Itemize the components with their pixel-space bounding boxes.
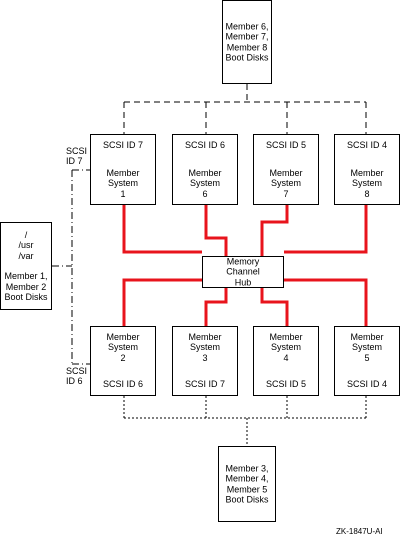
member-system-8: SCSI ID 4 Member System 8 <box>334 134 400 205</box>
member-system-7: SCSI ID 5 Member System 7 <box>253 134 319 205</box>
member-label: Member System 2 <box>106 332 140 363</box>
member-system-3: Member System 3 SCSI ID 7 <box>172 326 238 396</box>
boot-disks-top-label: Member 6, Member 7, Member 8 Boot Disks <box>225 21 269 63</box>
member-label: Member System 7 <box>269 168 303 199</box>
hub-label: Memory Channel Hub <box>226 256 260 288</box>
member-system-5: Member System 5 SCSI ID 4 <box>334 326 400 396</box>
side-scsi-label-lower: SCSI ID 6 <box>66 366 88 387</box>
memory-channel-hub: Memory Channel Hub <box>202 256 284 288</box>
scsi-id-label: SCSI ID 6 <box>184 140 225 150</box>
scsi-id-label: SCSI ID 5 <box>265 379 306 389</box>
bottom-scsi-bus <box>123 396 367 446</box>
boot-disks-left: / /usr /var Member 1, Member 2 Boot Disk… <box>0 222 52 310</box>
figure-id: ZK-1847U-AI <box>336 527 383 536</box>
member-label: Member System 6 <box>188 168 222 199</box>
side-scsi-label-upper: SCSI ID 7 <box>66 146 88 167</box>
member-system-2: Member System 2 SCSI ID 6 <box>90 326 156 396</box>
boot-disks-bottom: Member 3, Member 4, Member 5 Boot Disks <box>218 446 276 522</box>
scsi-id-label: SCSI ID 7 <box>184 379 225 389</box>
left-scsi-bus <box>52 169 90 365</box>
scsi-id-label: SCSI ID 7 <box>102 140 143 150</box>
top-scsi-bus <box>123 84 367 134</box>
member-system-1: SCSI ID 7 Member System 1 <box>90 134 156 205</box>
scsi-id-label: SCSI ID 6 <box>102 379 143 389</box>
scsi-id-label: SCSI ID 5 <box>265 140 306 150</box>
scsi-id-label: SCSI ID 4 <box>346 379 387 389</box>
member-system-6: SCSI ID 6 Member System 6 <box>172 134 238 205</box>
boot-disks-bottom-label: Member 3, Member 4, Member 5 Boot Disks <box>225 463 269 505</box>
member-label: Member System 1 <box>106 168 140 199</box>
member-system-4: Member System 4 SCSI ID 5 <box>253 326 319 396</box>
member-label: Member System 4 <box>269 332 303 363</box>
memory-channel-links <box>122 205 368 326</box>
member-label: Member System 8 <box>350 168 384 199</box>
scsi-id-label: SCSI ID 4 <box>346 140 387 150</box>
member-label: Member System 3 <box>188 332 222 363</box>
boot-disks-left-label: / /usr /var Member 1, Member 2 Boot Disk… <box>4 229 48 302</box>
member-label: Member System 5 <box>350 332 384 363</box>
boot-disks-top: Member 6, Member 7, Member 8 Boot Disks <box>222 0 272 84</box>
